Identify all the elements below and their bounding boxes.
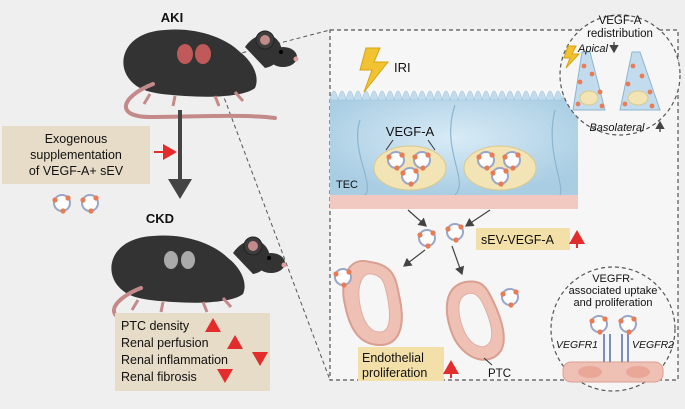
connector-bottom [221,91,331,381]
supplement-box [2,126,150,184]
outcomes-box [115,313,270,391]
outcome-label: Renal fibrosis [121,370,197,384]
endothelial-box [358,347,444,381]
outcome-label: Renal inflammation [121,353,228,367]
vegfr2-label: VEGFR2 [632,339,674,351]
supplement-line1: Exogenous [45,132,108,146]
redistribution-line2: redistribution [587,28,653,40]
apical-label: Apical [577,43,609,55]
vegfr-inset [550,266,676,392]
lightning-icon [563,45,581,69]
lightning-icon [359,47,390,93]
aki-label: AKI [161,10,183,25]
redistribution-line1: VEGF-A [599,15,642,27]
sev-vegfa-label: sEV-VEGF-A [481,233,555,247]
ptc-pointer [483,357,493,366]
uptake-arrow [403,249,426,267]
endothelial-line1: Endothelial [362,351,424,365]
outcome-label: Renal perfusion [121,336,209,350]
supplement-line2: supplementation [30,148,122,162]
iri-label: IRI [394,60,411,75]
supplement-line3: of VEGF-A+ sEV [29,164,124,178]
endothelial-line2: proliferation [362,366,427,380]
vegfa-pointer [385,139,394,151]
endothelial-cells [562,334,664,383]
sev-icon [51,194,72,215]
ckd-mouse-illustration [109,233,288,324]
basolateral-label: Basolateral [589,122,645,134]
ptc-label: PTC [488,368,511,380]
aki-mouse-illustration [121,27,300,120]
vegfr-line1: VEGFR- [592,273,634,285]
tubular-epithelium [329,90,579,209]
vegfr1-label: VEGFR1 [556,339,598,351]
ckd-label: CKD [146,211,174,226]
sev-icon [79,194,100,215]
vegfr-line3: and proliferation [574,297,653,309]
release-arrow [407,209,427,227]
vegfa-label: VEGF-A [386,124,435,139]
outcome-label: PTC density [121,319,190,333]
polarized-cells [563,45,661,111]
release-arrow [465,209,491,227]
peritubular-capillary-right [445,280,505,361]
uptake-arrow [451,245,465,276]
vegfa-pointer [427,139,436,151]
tec-label: TEC [336,179,358,191]
sev-vegfa-box [476,228,570,250]
vegfr-line2: associated uptake [569,285,658,297]
connector-top [221,29,331,59]
